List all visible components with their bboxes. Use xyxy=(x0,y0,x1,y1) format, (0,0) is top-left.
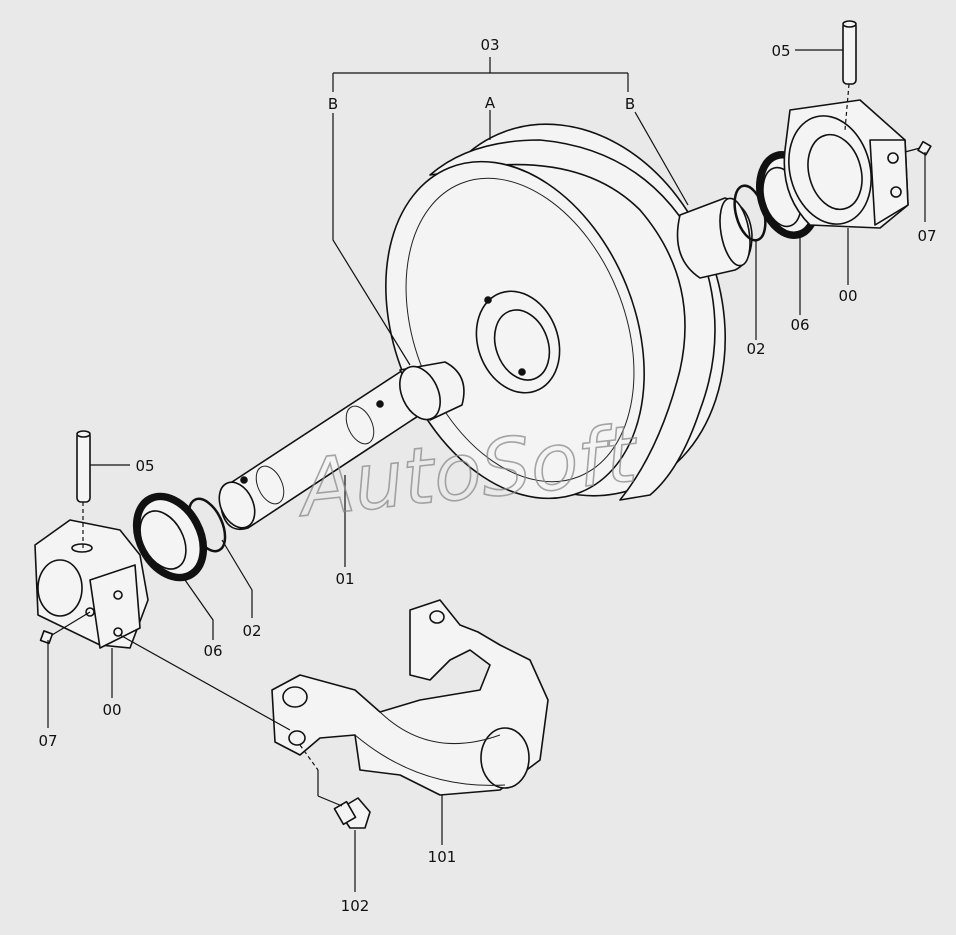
label-02-left: 02 xyxy=(242,622,261,640)
part-labels: 03 A B B 05 07 00 06 02 05 01 02 06 00 0… xyxy=(38,36,936,915)
yoke-bracket xyxy=(271,599,549,796)
label-01: 01 xyxy=(335,570,354,588)
right-grease-nipple xyxy=(917,140,932,156)
left-support xyxy=(34,519,149,649)
right-support xyxy=(783,99,909,229)
label-00-left: 00 xyxy=(102,701,121,719)
label-B-right: B xyxy=(625,95,635,113)
label-05-left: 05 xyxy=(135,457,154,475)
label-101: 101 xyxy=(428,848,457,866)
label-00-right: 00 xyxy=(838,287,857,305)
bolt xyxy=(333,797,371,829)
leader-lines xyxy=(47,49,926,892)
left-grease-nipple xyxy=(39,630,54,645)
shaft xyxy=(218,197,753,531)
label-A: A xyxy=(485,94,496,112)
label-07-right: 07 xyxy=(917,227,936,245)
right-pin xyxy=(842,20,857,85)
label-03: 03 xyxy=(480,36,499,54)
left-seal xyxy=(132,492,208,582)
label-B-left: B xyxy=(328,95,338,113)
label-06-left: 06 xyxy=(203,642,222,660)
left-pin xyxy=(76,430,91,503)
idler-wheel xyxy=(385,123,727,501)
label-06-right: 06 xyxy=(790,316,809,334)
label-05-top: 05 xyxy=(771,42,790,60)
label-02-right: 02 xyxy=(746,340,765,358)
label-07-left: 07 xyxy=(38,732,57,750)
label-102: 102 xyxy=(341,897,370,915)
